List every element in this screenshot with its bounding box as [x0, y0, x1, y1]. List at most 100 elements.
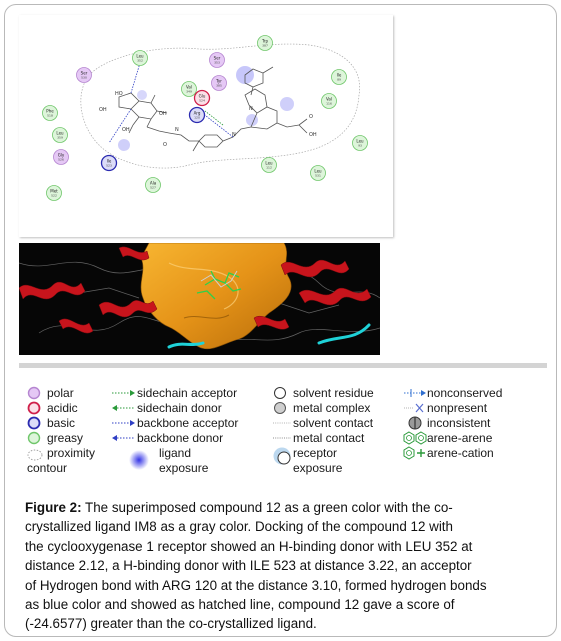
backbone-acceptor-arrow-icon [112, 420, 135, 426]
residue-number: 530 [81, 76, 87, 80]
residue-disc [211, 75, 227, 91]
residue-name: Leu [314, 169, 322, 174]
residue-name: Phe [46, 109, 54, 114]
residue-name: Ile [337, 73, 342, 78]
atom-label: HO [115, 91, 123, 97]
residue-disc [53, 149, 69, 165]
ligand-exposure-icon [129, 450, 149, 470]
caption-text-line: as blue color and showed as hatched line… [25, 597, 455, 613]
residue-disc [321, 93, 337, 109]
residue-disc [209, 52, 225, 68]
residue-number: 518 [47, 114, 53, 118]
metal-complex-icon [274, 402, 286, 414]
residue-number: 120 [194, 116, 200, 120]
residue-name: Ser [214, 56, 221, 61]
residue-name: Leu [356, 139, 364, 144]
figure-caption: Figure 2: The superimposed compound 12 a… [25, 498, 549, 634]
atom-label: N [232, 132, 236, 138]
residue-disc [52, 127, 68, 143]
metal-contact-line-icon [273, 437, 291, 439]
residue-number: 531 [315, 174, 321, 178]
residue-disc [42, 105, 58, 121]
residue-name: Ala [150, 181, 157, 186]
residue-disc [352, 135, 368, 151]
sidechain-donor-arrow-icon [112, 405, 135, 411]
caption-text-line: crystallized ligand IM8 as a gray color.… [25, 519, 453, 535]
residue-number: 116 [326, 102, 332, 106]
ligand-structure [118, 66, 308, 152]
residue-name: Met [50, 189, 58, 194]
atom-label: OH [122, 127, 130, 133]
residue-number: 526 [58, 158, 64, 162]
nonpresent-icon [404, 403, 424, 413]
residue-name: Leu [265, 161, 273, 166]
residue-name: Ile [107, 159, 112, 164]
residue-disc [188, 106, 206, 124]
figure-label: Figure 2: [25, 500, 82, 515]
residue-number: 352 [137, 59, 143, 63]
atom-labels: HO OH OH OH O N N O OH N [99, 91, 317, 148]
residue-number: 385 [216, 84, 222, 88]
interaction-legend: polar acidic basic greasy proximity cont… [27, 386, 503, 475]
caption-text-line: distance 2.12, a H-binding donor with IL… [25, 558, 472, 574]
residue-disc [257, 35, 273, 51]
atom-label: O [309, 114, 313, 120]
acidic-circle-icon [27, 401, 41, 415]
protein-strand-ribbons [167, 323, 371, 349]
atom-label: N [249, 106, 253, 112]
residue-number: 93 [358, 144, 362, 148]
ligand-exposure-halo [280, 97, 294, 111]
residue-number: 524 [199, 99, 205, 103]
residue-disc [331, 69, 347, 85]
co-crystallized-ligand [200, 270, 238, 288]
sidechain-acceptor-arrow-icon [112, 390, 135, 396]
polar-circle-icon [27, 386, 41, 400]
atom-label: OH [309, 132, 317, 138]
residue-disc [181, 81, 197, 97]
residue-number: 387 [262, 44, 268, 48]
atom-label: N [175, 127, 179, 133]
residue-number: 89 [337, 78, 341, 82]
caption-text-line: the cyclooxygenase 1 receptor showed an … [25, 538, 473, 554]
residue-name: Val [326, 97, 332, 102]
residue-name: Ser [81, 71, 88, 76]
nonconserved-icon [404, 389, 426, 397]
residue-disc [46, 185, 62, 201]
residue-number: 527 [150, 186, 156, 190]
interaction-map-svg: HO OH OH OH O N N O OH N Leu352Ser530Ser… [42, 35, 368, 201]
atom-label: OH [99, 107, 107, 113]
residue-discs: Leu352Ser530Ser353Trp387Tyr385Val349Glu5… [42, 35, 368, 201]
caption-text-line: of Hydrogen bond with ARG 120 at the dis… [25, 577, 487, 593]
residue-disc [100, 154, 118, 172]
receptor-exposure-icon [273, 447, 291, 465]
docking-3d-render [19, 243, 380, 355]
greasy-circle-icon [27, 431, 41, 445]
atom-label: OH [159, 111, 167, 117]
residue-disc [310, 165, 326, 181]
compound-12-ligand [196, 270, 242, 300]
residue-name: Trp [261, 39, 269, 44]
residue-name: Tyr [215, 79, 222, 84]
proximity-contour-icon [27, 449, 43, 461]
residue-name: Arg [194, 111, 201, 116]
residue-number: 353 [214, 61, 220, 65]
basic-circle-icon [27, 416, 41, 430]
sidechain-lines [204, 110, 224, 126]
ligand-exposure-halo [137, 90, 147, 100]
protein-helix-ribbons [19, 246, 372, 334]
residue-number: 112 [266, 166, 272, 170]
